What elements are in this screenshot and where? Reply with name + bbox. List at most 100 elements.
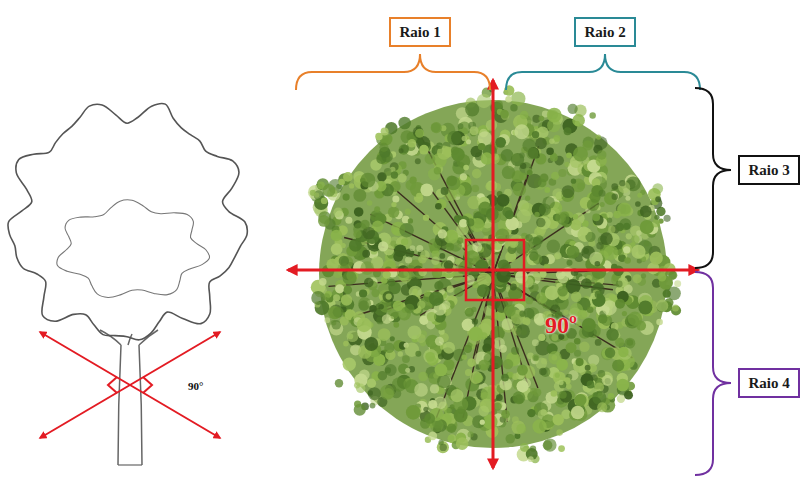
leaf — [658, 273, 667, 282]
leaf — [431, 122, 442, 133]
leaf — [534, 212, 539, 217]
leaf — [566, 260, 572, 266]
leaf — [398, 351, 403, 356]
leaf — [382, 314, 392, 324]
leaf — [656, 319, 663, 326]
leaf — [641, 273, 646, 278]
leaf — [611, 183, 618, 190]
right-angle-square — [466, 240, 524, 300]
cross-arrow — [40, 332, 220, 438]
radius-bracket — [506, 54, 700, 90]
leaf — [478, 143, 485, 150]
leaf — [341, 243, 346, 248]
leaf — [405, 256, 412, 263]
leaf — [556, 429, 563, 436]
leaf — [624, 391, 633, 400]
leaf — [551, 172, 559, 180]
leaf — [631, 235, 639, 243]
leaf — [399, 148, 404, 153]
leaf — [428, 168, 441, 181]
leaf — [595, 339, 602, 346]
leaf — [354, 401, 361, 408]
leaf — [344, 286, 353, 295]
leaf — [624, 338, 635, 349]
leaf — [335, 284, 344, 293]
leaf — [495, 100, 503, 108]
leaf — [399, 223, 413, 237]
leaf — [413, 127, 424, 138]
canopy-detail — [57, 200, 210, 298]
leaf — [388, 207, 399, 218]
leaf — [467, 431, 473, 437]
leaf — [416, 334, 425, 343]
leaf — [493, 402, 501, 410]
leaf — [597, 150, 606, 159]
leaf — [511, 347, 519, 355]
leaf — [539, 368, 547, 376]
leaf — [650, 252, 663, 265]
leaf — [579, 226, 588, 235]
leaf — [528, 456, 534, 462]
leaf — [468, 327, 483, 342]
leaf — [604, 245, 619, 260]
leaf — [560, 390, 572, 402]
leaf — [417, 301, 425, 309]
leaf — [423, 407, 428, 412]
leaf — [503, 359, 513, 369]
radius-label-box: Raio 2 — [574, 17, 635, 47]
leaf — [638, 301, 652, 315]
leaf — [314, 192, 319, 197]
leaf — [418, 255, 427, 264]
leaf — [593, 214, 604, 225]
leaf — [446, 176, 460, 190]
leaf — [432, 250, 440, 258]
leaf — [501, 374, 509, 382]
leaf — [465, 369, 472, 376]
leaf — [547, 108, 562, 123]
leaf — [392, 377, 406, 391]
leaf — [360, 220, 369, 229]
leaf — [636, 230, 642, 236]
leaf — [359, 369, 370, 380]
leaf — [477, 94, 491, 108]
leaf — [420, 183, 433, 196]
leaf — [566, 246, 579, 259]
leaf — [471, 307, 476, 312]
leaf — [587, 199, 599, 211]
leaf — [410, 245, 416, 251]
leaf — [367, 379, 376, 388]
leaf — [371, 289, 379, 297]
leaf — [340, 316, 349, 325]
leaf — [543, 438, 556, 451]
leaf — [526, 147, 538, 159]
leaf — [532, 254, 542, 264]
leaf — [539, 204, 551, 216]
leaf — [435, 337, 444, 346]
leaf — [442, 301, 451, 310]
leaf — [384, 343, 394, 353]
leaf — [557, 286, 568, 297]
tree-sketch — [8, 103, 247, 465]
leaf — [573, 358, 588, 373]
leaf — [486, 119, 497, 130]
leaf — [353, 189, 366, 202]
leaf — [390, 336, 395, 341]
leaf — [399, 145, 409, 155]
leaf — [538, 179, 547, 188]
leaf — [530, 388, 537, 395]
leaf — [541, 409, 547, 415]
leaf — [602, 375, 613, 386]
leaf — [547, 239, 560, 252]
leaf — [474, 374, 483, 383]
radius-bracket — [296, 54, 490, 90]
leaf — [378, 371, 387, 380]
leaf — [472, 415, 485, 428]
branch — [351, 274, 493, 317]
leaf — [551, 390, 558, 397]
leaf — [640, 220, 654, 234]
leaf — [472, 169, 482, 179]
leaf — [398, 173, 407, 182]
leaf — [311, 291, 325, 305]
leaf — [408, 218, 413, 223]
leaf — [429, 291, 444, 306]
